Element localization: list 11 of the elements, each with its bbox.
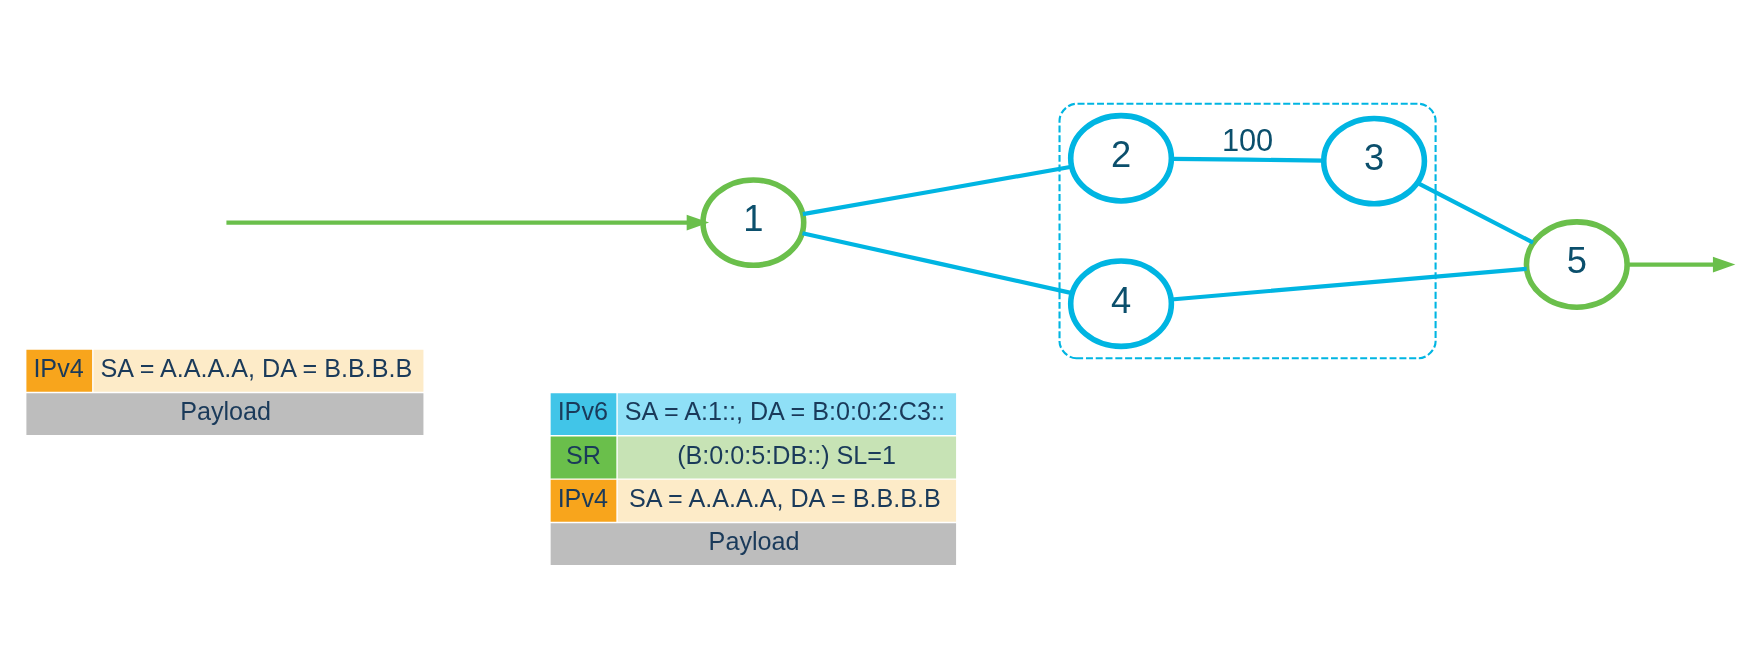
label: (B:0:0:5:DB::) SL=1 <box>677 440 896 469</box>
label: SA = A.A.A.A, DA = B.B.B.B <box>100 353 413 382</box>
label: IPv6 <box>557 396 608 425</box>
label: SA = A.A.A.A, DA = B.B.B.B <box>628 483 941 512</box>
label: Payload <box>180 396 272 425</box>
edge-label: 100 <box>1221 122 1274 158</box>
label: IPv4 <box>33 353 84 382</box>
label: SA = A:1::, DA = B:0:0:2:C3:: <box>624 396 945 425</box>
label: SR <box>566 440 601 469</box>
label: IPv4 <box>557 483 608 512</box>
label: Payload <box>708 526 800 555</box>
